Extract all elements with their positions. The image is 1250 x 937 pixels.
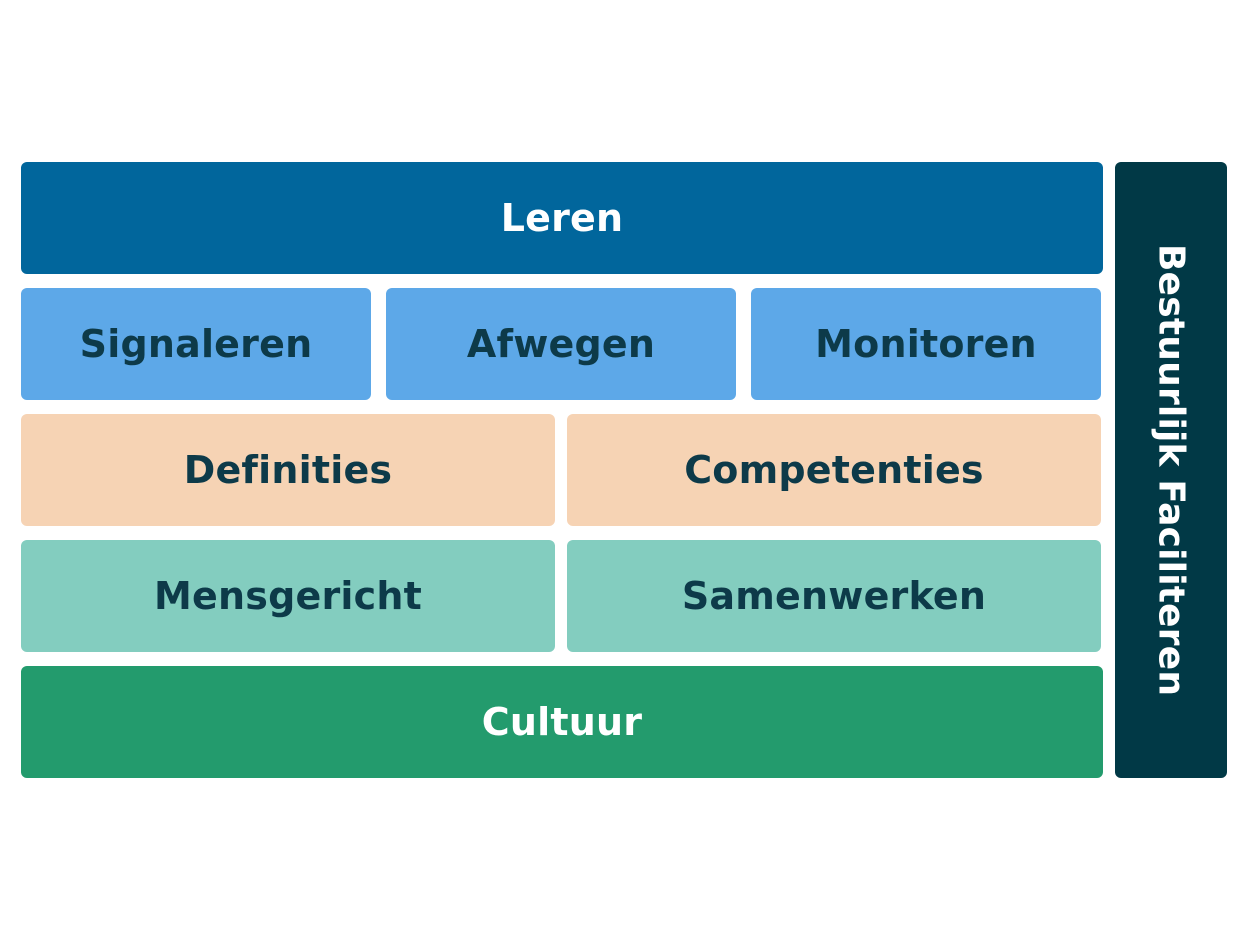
block-definities: Definities — [21, 414, 555, 526]
block-samenwerken: Samenwerken — [567, 540, 1101, 652]
block-competenties-label: Competenties — [684, 448, 984, 492]
block-competenties: Competenties — [567, 414, 1101, 526]
pillar-bestuurlijk-faciliteren-label: Bestuurlijk Faciliteren — [1150, 243, 1192, 697]
block-afwegen: Afwegen — [386, 288, 736, 400]
block-signaleren: Signaleren — [21, 288, 371, 400]
block-mensgericht: Mensgericht — [21, 540, 555, 652]
pillar-bestuurlijk-faciliteren: Bestuurlijk Faciliteren — [1115, 162, 1227, 778]
block-definities-label: Definities — [183, 448, 393, 492]
layer-leren-label: Leren — [500, 196, 624, 240]
block-afwegen-label: Afwegen — [466, 322, 656, 366]
block-samenwerken-label: Samenwerken — [681, 574, 987, 618]
layer-cultuur-label: Cultuur — [481, 700, 643, 744]
block-monitoren: Monitoren — [751, 288, 1101, 400]
block-monitoren-label: Monitoren — [815, 322, 1037, 366]
layer-leren: Leren — [21, 162, 1103, 274]
layer-cultuur: Cultuur — [21, 666, 1103, 778]
block-signaleren-label: Signaleren — [79, 322, 313, 366]
block-mensgericht-label: Mensgericht — [154, 574, 422, 618]
